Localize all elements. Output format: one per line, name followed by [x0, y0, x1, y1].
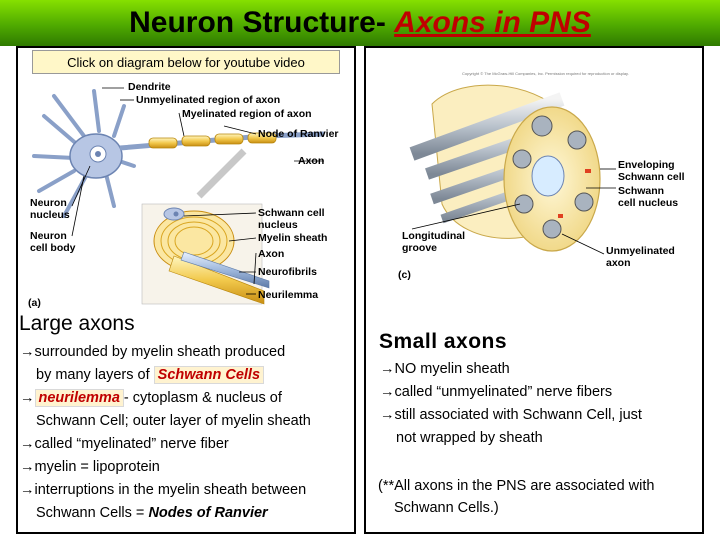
label-axon-2: Axon: [258, 248, 284, 260]
bullet-item: →interruptions in the myelin sheath betw…: [20, 482, 307, 498]
label-longitudinal: Longitudinal: [402, 230, 465, 242]
pns-note: (**All axons in the PNS are associated w…: [378, 475, 654, 519]
note-line: Schwann Cells.): [394, 500, 499, 516]
arrow-icon: →: [20, 390, 35, 406]
myelinated-axon-diagram[interactable]: Dendrite Unmyelinated region of axon Mye…: [24, 76, 344, 310]
label-axon: Axon: [298, 155, 324, 167]
label-schwann-cell: Schwann cell: [258, 207, 325, 219]
label-myelin-sheath: Myelin sheath: [258, 232, 327, 244]
label-unmyelinated: Unmyelinated: [606, 245, 675, 257]
large-axons-heading: Large axons: [19, 312, 135, 335]
bullet-item: →surrounded by myelin sheath produced: [20, 344, 286, 360]
label-axon-right: axon: [606, 257, 631, 269]
enveloping-schwann-cell: [409, 84, 601, 252]
label-groove: groove: [402, 242, 437, 254]
bullet-item: →NO myelin sheath: [380, 361, 510, 377]
label-neuron: Neuron: [30, 197, 67, 209]
label-neurofibrils: Neurofibrils: [258, 266, 317, 278]
label-node-of-ranvier: Node of Ranvier: [258, 128, 339, 140]
label-dendrite: Dendrite: [128, 81, 171, 93]
label-enveloping: Enveloping: [618, 159, 675, 171]
myelin-sheath-enlarged: [141, 203, 270, 305]
label-cell-nucleus: cell nucleus: [618, 197, 678, 209]
nodes-of-ranvier-term: Nodes of Ranvier: [148, 505, 268, 521]
page-title: Neuron Structure- Axons in PNS: [0, 6, 720, 40]
large-axons-bullets: →surrounded by myelin sheath produced by…: [20, 341, 311, 525]
leader-lines: [71, 87, 324, 295]
right-leader-lines: [411, 168, 616, 255]
arrow-icon: →: [20, 459, 35, 475]
neurilemma-highlight: neurilemma: [34, 389, 124, 407]
bullet-item: →called “myelinated” nerve fiber: [20, 436, 229, 452]
label-cell-body: cell body: [30, 242, 76, 254]
bullet-item: →called “unmyelinated” nerve fibers: [380, 384, 613, 400]
panel-label-c: (c): [398, 269, 411, 281]
title-main: Neuron Structure-: [129, 6, 395, 39]
label-nucleus: nucleus: [30, 209, 70, 221]
neuron-cell-body: [32, 89, 136, 218]
label-schwann-cell-right: Schwann cell: [618, 171, 685, 183]
bullet-item: →still associated with Schwann Cell, jus…: [380, 407, 642, 423]
bullet-continuation: Schwann Cells = Nodes of Ranvier: [36, 505, 268, 521]
note-line: (**All axons in the PNS are associated w…: [378, 478, 655, 494]
arrow-icon: →: [380, 407, 395, 423]
arrow-icon: →: [20, 482, 35, 498]
bullet-item: →neurilemma- cytoplasm & nucleus of: [20, 389, 282, 407]
schwann-cells-highlight: Schwann Cells: [153, 366, 265, 384]
arrow-icon: →: [20, 436, 35, 452]
label-schwann-nucleus: nucleus: [258, 219, 298, 231]
label-unmyelinated-region: Unmyelinated region of axon: [136, 94, 280, 106]
label-neuron-2: Neuron: [30, 230, 67, 242]
bullet-continuation: by many layers of Schwann Cells: [20, 364, 311, 387]
bullet-continuation: Schwann Cell; outer layer of myelin shea…: [36, 413, 311, 429]
arrow-icon: →: [20, 344, 35, 360]
title-bar: [0, 0, 720, 46]
title-accent: Axons in PNS: [394, 6, 591, 39]
panel-label-a: (a): [28, 297, 41, 309]
small-axons-heading: Small axons: [379, 330, 508, 353]
arrow-icon: →: [380, 361, 395, 377]
axon-segments: [119, 131, 325, 151]
copyright-text: Copyright © The McGraw-Hill Companies, I…: [462, 71, 629, 76]
label-myelinated-region: Myelinated region of axon: [182, 108, 312, 120]
video-caption[interactable]: Click on diagram below for youtube video: [32, 50, 340, 74]
label-schwann-right: Schwann: [618, 185, 664, 197]
label-neurilemma: Neurilemma: [258, 289, 318, 301]
arrow-icon: →: [380, 384, 395, 400]
small-axons-bullets: →NO myelin sheath →called “unmyelinated”…: [380, 358, 642, 450]
unmyelinated-axon-diagram[interactable]: Copyright © The McGraw-Hill Companies, I…: [372, 64, 698, 284]
zoom-arrow: [196, 148, 247, 199]
bullet-item: →myelin = lipoprotein: [20, 459, 160, 475]
bullet-continuation: not wrapped by sheath: [396, 430, 543, 446]
